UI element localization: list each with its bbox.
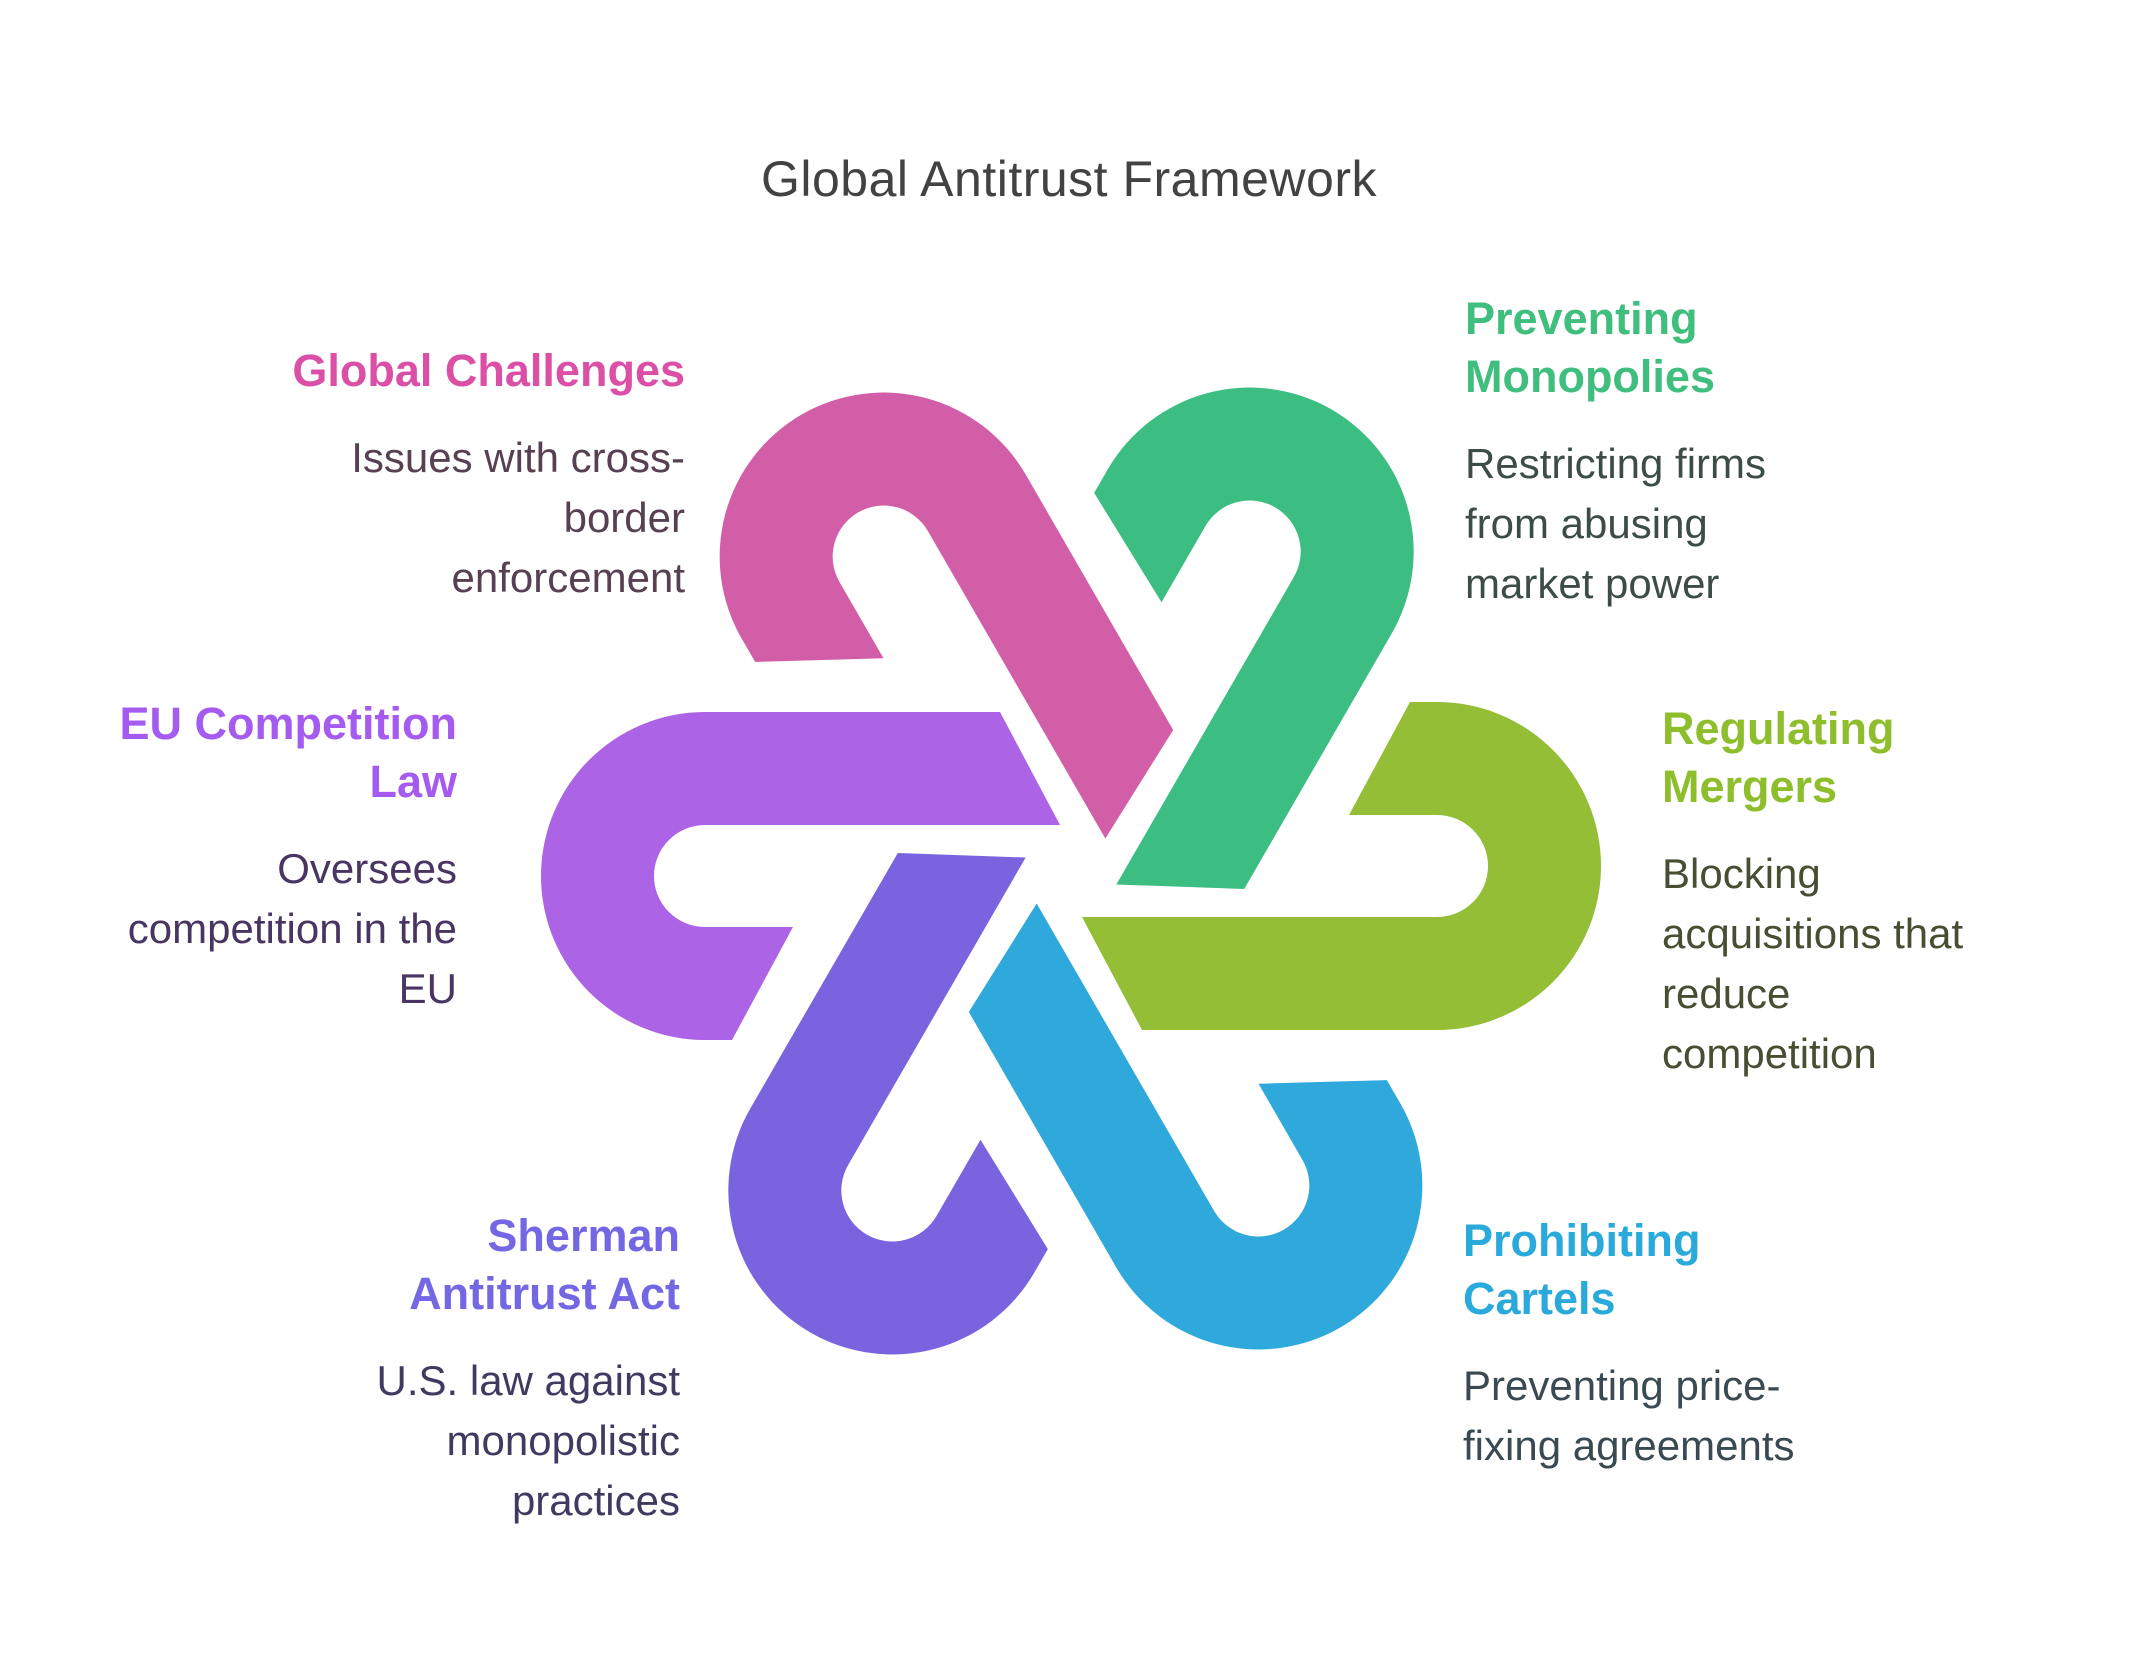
- heading-line: Global Challenges: [292, 345, 685, 396]
- section-heading: Sherman Antitrust Act: [377, 1207, 680, 1323]
- section-description: U.S. law against monopolistic practices: [377, 1351, 680, 1531]
- page-title: Global Antitrust Framework: [761, 151, 1377, 207]
- petal-global-challenges: [659, 332, 1204, 946]
- heading-line: Mergers: [1662, 761, 1838, 812]
- heading-line: Cartels: [1463, 1273, 1616, 1324]
- section-global-challenges: Global Challenges Issues with cross- bor…: [292, 342, 685, 608]
- section-heading: Global Challenges: [292, 342, 685, 400]
- body-line: Issues with cross-: [351, 434, 685, 481]
- heading-line: Law: [369, 756, 457, 807]
- petal-prohibiting-cartels: [938, 796, 1483, 1410]
- heading-line: Monopolies: [1465, 351, 1715, 402]
- section-description: Preventing price- fixing agreements: [1463, 1356, 1795, 1476]
- section-description: Oversees competition in the EU: [120, 839, 457, 1019]
- body-line: Restricting firms: [1465, 440, 1767, 487]
- section-heading: Preventing Monopolies: [1465, 290, 1766, 406]
- section-description: Restricting firms from abusing market po…: [1465, 434, 1766, 614]
- heading-line: Preventing: [1465, 293, 1698, 344]
- heading-line: Antitrust Act: [409, 1268, 680, 1319]
- body-line: fixing agreements: [1463, 1422, 1795, 1469]
- body-line: acquisitions that: [1662, 910, 1964, 957]
- body-line: monopolistic: [446, 1417, 680, 1464]
- section-heading: Prohibiting Cartels: [1463, 1212, 1795, 1328]
- body-line: competition in the: [127, 905, 457, 952]
- body-line: competition: [1662, 1030, 1877, 1077]
- body-line: Preventing price-: [1463, 1362, 1781, 1409]
- heading-line: Regulating: [1662, 703, 1895, 754]
- body-line: market power: [1465, 560, 1720, 607]
- section-sherman-antitrust-act: Sherman Antitrust Act U.S. law against m…: [377, 1207, 680, 1531]
- body-line: Oversees: [277, 845, 457, 892]
- body-line: enforcement: [451, 554, 685, 601]
- heading-line: Sherman: [487, 1210, 680, 1261]
- section-description: Blocking acquisitions that reduce compet…: [1662, 844, 1963, 1084]
- section-prohibiting-cartels: Prohibiting Cartels Preventing price- fi…: [1463, 1212, 1795, 1476]
- section-heading: EU Competition Law: [120, 695, 457, 811]
- section-regulating-mergers: Regulating Mergers Blocking acquisitions…: [1662, 700, 1963, 1084]
- heading-line: Prohibiting: [1463, 1215, 1701, 1266]
- body-line: Blocking: [1662, 850, 1821, 897]
- section-preventing-monopolies: Preventing Monopolies Restricting firms …: [1465, 290, 1766, 614]
- body-line: border: [563, 494, 685, 541]
- body-line: U.S. law against: [376, 1357, 680, 1404]
- section-description: Issues with cross- border enforcement: [292, 428, 685, 608]
- body-line: EU: [398, 965, 457, 1012]
- body-line: reduce: [1662, 970, 1791, 1017]
- heading-line: EU Competition: [119, 698, 457, 749]
- body-line: from abusing: [1465, 500, 1708, 547]
- section-heading: Regulating Mergers: [1662, 700, 1963, 816]
- body-line: practices: [511, 1477, 680, 1524]
- section-eu-competition-law: EU Competition Law Oversees competition …: [120, 695, 457, 1019]
